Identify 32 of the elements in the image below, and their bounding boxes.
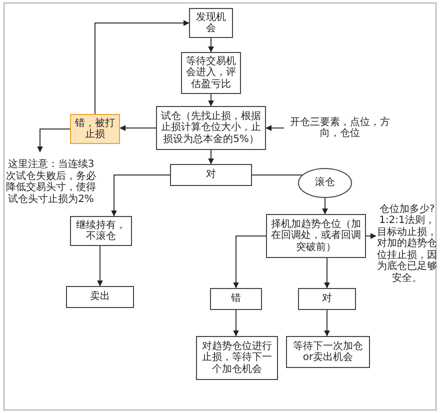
ellipse-node: 滚仓 xyxy=(298,168,352,198)
arrow xyxy=(208,38,214,52)
process-box: 对 xyxy=(170,164,252,186)
process-box: 择机加趋势仓位（加在回调处，或者回调突破前） xyxy=(266,214,366,258)
process-box: 试仓（先找止损，根据止损计算仓位大小，止损设为总本金的5%） xyxy=(156,106,266,150)
connector-line xyxy=(252,174,303,176)
process-box: 对 xyxy=(298,288,356,310)
arrow xyxy=(37,128,70,152)
arrow xyxy=(208,150,214,164)
error-box: 错，被打止损 xyxy=(70,114,120,144)
note-text: 开仓三要素，点位，方向，仓位 xyxy=(284,114,396,142)
process-box: 卖出 xyxy=(66,286,134,308)
process-box: 对趋势仓位进行止损，等待下一个加仓机会 xyxy=(196,336,278,380)
arrow xyxy=(366,233,376,239)
process-box: 错 xyxy=(210,288,262,310)
process-box: 发现机会 xyxy=(189,8,233,38)
note-text: 这里注意：当连续3次试仓失败后，务必降低交易头寸，使得试仓头寸止损为2% xyxy=(6,152,96,212)
arrow xyxy=(266,125,284,131)
arrow xyxy=(322,198,328,214)
arrow xyxy=(208,94,214,106)
arrow xyxy=(120,125,156,131)
arrow xyxy=(233,236,266,288)
arrow xyxy=(97,246,103,286)
arrow xyxy=(94,20,190,114)
arrow xyxy=(324,310,330,336)
arrow xyxy=(111,174,170,216)
arrow xyxy=(324,258,330,288)
note-text: 仓位加多少? 1:2:1法则，目标动止损，对加的趋势仓位挂止损，因为底仓已足够安全。 xyxy=(376,196,438,292)
process-box: 等待交易机会进入，评估盈亏比 xyxy=(181,52,241,94)
process-box: 等待下一次加仓or卖出机会 xyxy=(286,336,370,368)
process-box: 继续持有，不滚仓 xyxy=(70,216,132,246)
arrow xyxy=(233,310,239,336)
